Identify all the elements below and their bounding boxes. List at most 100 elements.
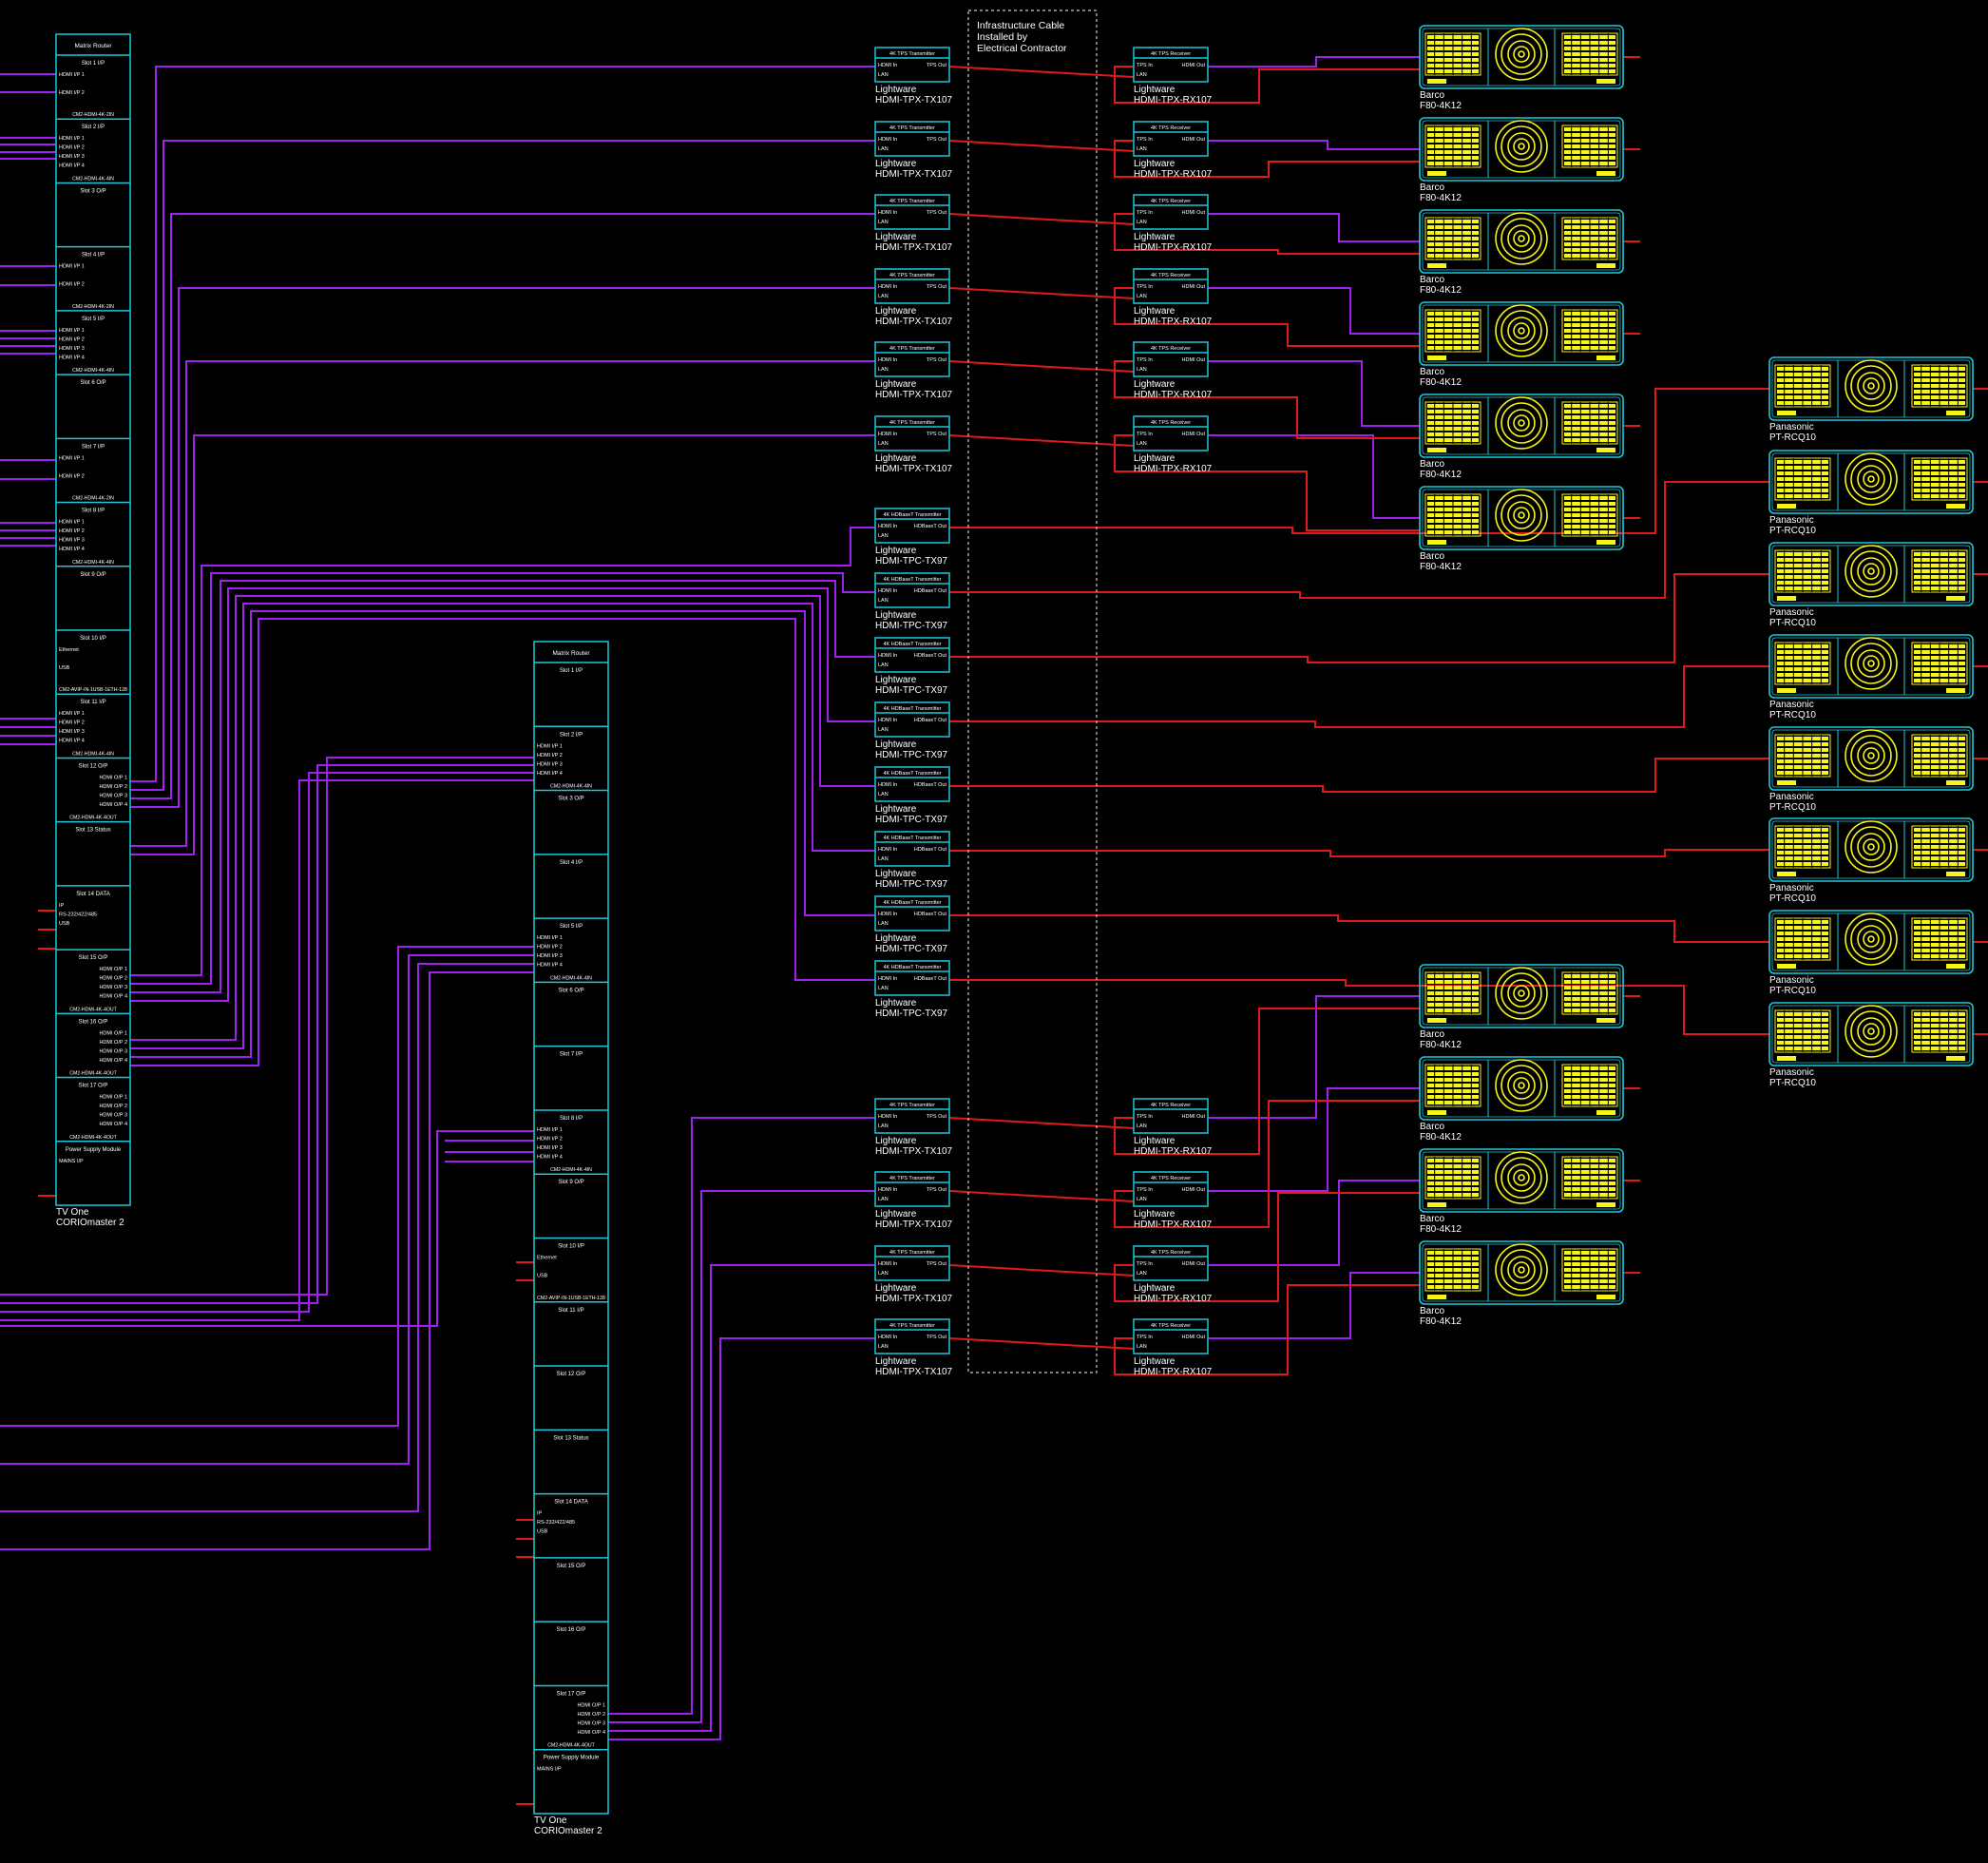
unit-frame [874, 1245, 950, 1281]
lens-ring [1518, 327, 1525, 335]
unit-brand: Lightware [875, 159, 917, 169]
port-label: HDMI I/P 2 [59, 720, 85, 726]
unit-input-label: TPS In [1137, 137, 1153, 143]
hdmi-cable [608, 1337, 875, 1740]
lens-icon [1495, 1059, 1548, 1112]
projector-body [1419, 209, 1624, 274]
unit-input-label: HDMI In [878, 137, 897, 143]
lens-icon [1845, 452, 1898, 506]
projector-body [1768, 726, 1974, 791]
status-led [1777, 1056, 1796, 1061]
status-led [1777, 688, 1796, 693]
lens-ring [1863, 931, 1880, 948]
tps-cable [948, 1190, 1135, 1202]
source-cable [0, 764, 534, 1304]
unit-model: HDMI-TPX-RX107 [1134, 1294, 1213, 1304]
projector-brand: Barco [1420, 551, 1445, 562]
lens-ring [1867, 843, 1875, 851]
router-slot: Slot 9 O/P [534, 1173, 608, 1185]
lens-ring [1518, 1174, 1525, 1181]
slot-part-number: CM2-HDMI-4K-2IN [72, 496, 114, 502]
lens-ring [1495, 212, 1548, 265]
projector-brand: Barco [1420, 459, 1445, 470]
unit-model: HDMI-TPX-RX107 [1134, 464, 1213, 474]
projector-model: F80-4K12 [1420, 562, 1462, 572]
lens-ring [1495, 1059, 1548, 1112]
hdbaset-cable [949, 481, 1769, 599]
port-label: HDMI I/P 1 [537, 1127, 563, 1133]
unit-output-label: HDMI Out [1182, 1261, 1206, 1267]
unit-title: 4K TPS Transmitter [889, 346, 935, 352]
slot-title: Power Supply Module [544, 1756, 600, 1761]
unit-title: 4K TPS Receiver [1151, 1176, 1191, 1181]
lens-icon [1495, 967, 1548, 1020]
unit-title: 4K HDBaseT Transmitter [883, 642, 941, 647]
infrastructure-note: Installed by [977, 31, 1028, 43]
unit-brand: Lightware [875, 675, 917, 685]
unit-lan-label: LAN [878, 856, 889, 862]
unit-frame [874, 121, 950, 157]
port-label: USB [537, 1529, 548, 1535]
unit-input-label: HDMI In [878, 1261, 897, 1267]
unit-input-label: HDMI In [878, 718, 897, 723]
slot-title: Slot 9 O/P [558, 1180, 583, 1185]
status-led [1946, 688, 1965, 693]
unit-frame [874, 341, 950, 377]
slot-part-number: CM2-HDMI-4K-4OUT [69, 1071, 117, 1077]
status-led [1427, 1018, 1446, 1023]
unit-model: HDMI-TPC-TX97 [875, 1008, 948, 1019]
lens-ring [1507, 409, 1536, 437]
unit-frame [874, 1318, 950, 1354]
port-label: HDMI O/P 1 [577, 1702, 605, 1708]
slot-title: Slot 12 O/P [557, 1372, 586, 1377]
unit-output-label: HDMI Out [1182, 1187, 1206, 1193]
slot-title: Slot 16 O/P [557, 1627, 586, 1633]
slot-title: Slot 11 I/P [558, 1308, 583, 1314]
unit-lan-label: LAN [878, 441, 889, 447]
unit-title: 4K TPS Receiver [1151, 1103, 1191, 1108]
status-led [1427, 263, 1446, 268]
port-label: HDMI O/P 1 [99, 1095, 127, 1101]
lens-ring [1507, 501, 1536, 529]
status-led [1427, 171, 1446, 176]
unit-input-label: TPS In [1137, 210, 1153, 216]
lens-icon [1495, 1243, 1548, 1296]
status-led [1427, 1110, 1446, 1115]
port-label: HDMI I/P 2 [59, 473, 85, 479]
unit-model: HDMI-TPX-TX107 [875, 1146, 953, 1157]
unit-output-label: HDBaseT Out [914, 653, 947, 659]
router-frame [533, 641, 609, 1815]
lens-icon [1845, 637, 1898, 690]
port-label: HDMI O/P 1 [99, 775, 127, 780]
lens-ring [1863, 1023, 1880, 1040]
slot-part-number: CM2-HDMI-4K-4OUT [69, 816, 117, 821]
lens-ring [1501, 1065, 1542, 1106]
lens-ring [1501, 972, 1542, 1014]
port-label: HDMI O/P 3 [99, 1048, 127, 1054]
unit-input-label: HDMI In [878, 1114, 897, 1120]
tps-cable [948, 360, 1135, 373]
unit-lan-label: LAN [1137, 367, 1147, 373]
unit-title: 4K TPS Transmitter [889, 1103, 935, 1108]
unit-input-label: HDMI In [878, 210, 897, 216]
lens-ring [1518, 235, 1525, 242]
loop-cable [1114, 66, 1420, 104]
unit-brand: Lightware [875, 998, 917, 1008]
lens-ring [1867, 935, 1875, 943]
unit-input-label: HDMI In [878, 782, 897, 788]
lens-ring [1495, 1151, 1548, 1204]
hdbaset-cable [949, 914, 1769, 943]
unit-title: 4K HDBaseT Transmitter [883, 577, 941, 583]
projector-model: F80-4K12 [1420, 1224, 1462, 1235]
projector-body [1419, 25, 1624, 89]
projector-body [1768, 817, 1974, 882]
unit-lan-label: LAN [1137, 1271, 1147, 1277]
